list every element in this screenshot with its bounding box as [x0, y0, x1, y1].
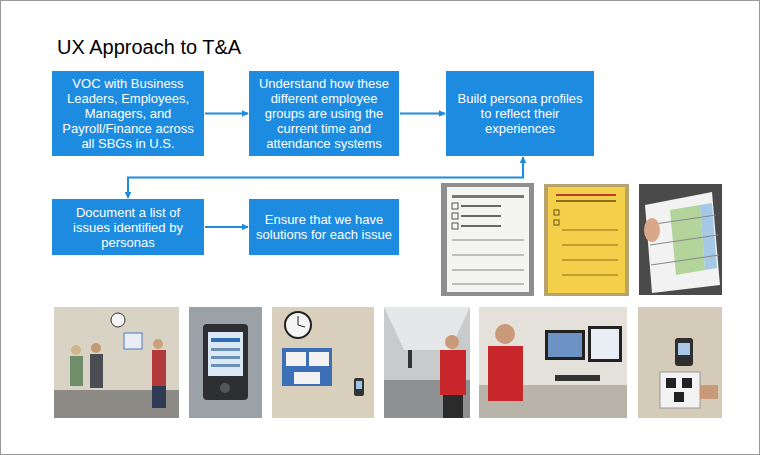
box-label: Understand how these different employee … [254, 76, 394, 151]
photo-people [54, 307, 179, 418]
flow-arrow [128, 157, 523, 198]
title: UX Approach to T&A [57, 36, 241, 59]
process-box: VOC with Business Leaders, Employees, Ma… [52, 71, 204, 156]
box-label: VOC with Business Leaders, Employees, Ma… [57, 76, 199, 151]
flow-arrow [400, 113, 445, 115]
photo-yellow-form [544, 184, 629, 296]
photo-desk [479, 307, 627, 418]
box-label: Ensure that we have solutions for each i… [254, 212, 394, 242]
photo-spreadsheet [639, 184, 722, 295]
photo-wall-clock [272, 307, 374, 418]
photo-time-clock [189, 307, 262, 418]
process-box: Build persona profiles to reflect their … [446, 71, 594, 156]
process-box: Ensure that we have solutions for each i… [249, 199, 399, 255]
flow-arrow [205, 113, 248, 115]
flow-arrow [205, 226, 248, 228]
process-box: Understand how these different employee … [249, 71, 399, 156]
photo-corridor [384, 307, 470, 418]
box-label: Build persona profiles to reflect their … [451, 91, 589, 136]
photo-wall-device [638, 307, 722, 418]
box-label: Document a list of issues identified by … [57, 205, 199, 250]
photo-form [441, 183, 534, 296]
process-box: Document a list of issues identified by … [52, 199, 204, 255]
